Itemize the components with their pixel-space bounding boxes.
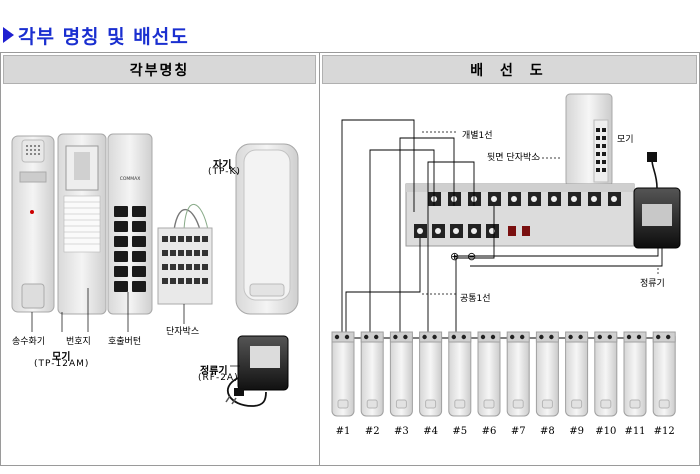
sub-unit [652,331,676,417]
sub-unit [594,331,618,417]
sub-unit [360,331,384,417]
sub-unit [565,331,589,417]
rectifier-label: 정류기 [640,279,665,289]
power-adapter-illustration [225,335,289,407]
master-wiring-label: 모기 [617,135,634,145]
sub-unit-number: #2 [364,426,380,437]
sub-unit-number: #8 [540,426,555,437]
keypad-brand: COMMAX [120,176,141,182]
terminal-box-illustration [157,204,213,305]
sub-unit [331,331,355,417]
parts-illustration: COMMAX [11,133,299,407]
power-label: 정류기 [200,366,228,377]
rear-terminal-label: 뒷면 단자박스 [487,153,540,163]
parts-header: 각부명칭 [3,55,316,84]
sub-unit [535,331,559,417]
handset-illustration [11,135,55,313]
plus-terminal-icon: ⊕ [450,250,459,263]
call-button-label: 호출버턴 [108,337,142,347]
keypad-unit-illustration: COMMAX [107,133,153,315]
master-unit-illustration [57,133,107,315]
common-wire-label: 공통1선 [460,294,491,304]
sub-unit-row [331,331,676,417]
minus-terminal-icon: ⊖ [467,250,476,263]
handset-label: 송수화기 [12,337,46,347]
sub-unit-number: #12 [653,426,675,437]
master-label: 모기 [52,352,71,363]
sub-unit [623,331,647,417]
page-title: 각부 명칭 및 배선도 [18,25,189,48]
page-title-row: 각부 명칭 및 배선도 [0,22,189,48]
individual-wire-label: 개별1선 [462,131,493,141]
sub-label: 자기 [213,160,232,171]
column-divider [319,52,320,466]
sub-unit-number: #6 [481,426,497,437]
sub-unit-number: #1 [335,426,351,437]
sub-unit-number: #4 [423,426,438,437]
sub-unit [419,331,443,417]
sub-unit-number: #3 [394,426,409,437]
sub-unit-number: #5 [452,426,468,437]
wiring-header: 배 선 도 [322,55,697,84]
master-model: (TP-12AM) [34,359,90,369]
terminal-box-label: 단자박스 [166,327,200,337]
sub-unit-number: #9 [569,426,584,437]
wiring-diagram: ⊕ ⊖ [331,93,681,417]
sub-unit [477,331,501,417]
terminal-block-illustration [405,183,635,247]
rectifier-illustration [633,152,681,249]
sub-unit-number: #11 [624,426,646,437]
sub-unit-number: #7 [510,426,526,437]
sub-phone-illustration [235,143,299,315]
sub-unit [506,331,530,417]
triangle-bullet-icon [3,27,14,43]
sub-unit [389,331,413,417]
sub-unit-number: #10 [595,426,617,437]
power-model: (RF-2A) [198,373,239,383]
sub-model: (TP-K) [208,167,241,177]
number-plate-label: 번호지 [66,337,91,347]
sub-unit [448,331,472,417]
master-phone-illustration [565,93,613,187]
